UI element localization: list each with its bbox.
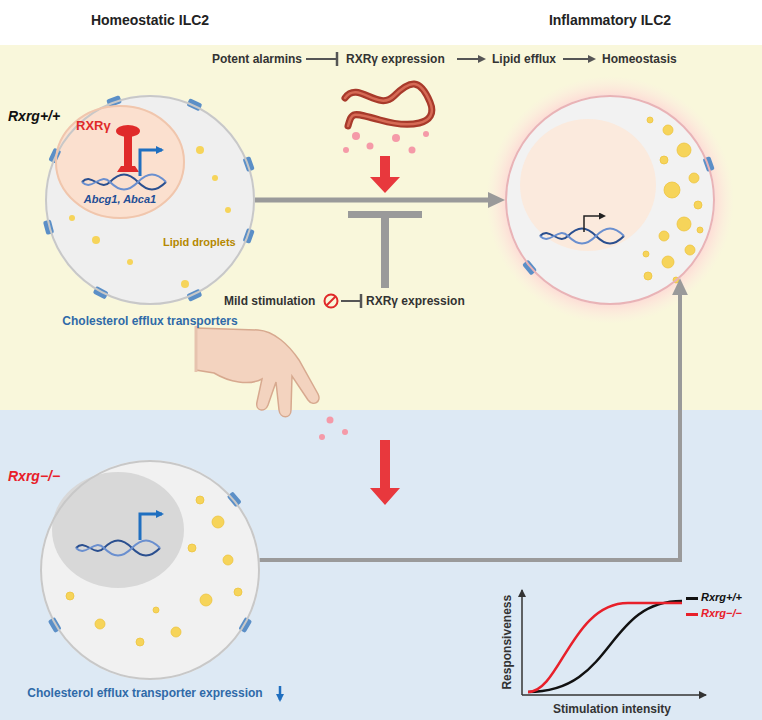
pathway-label: RXRγ expression — [366, 294, 465, 308]
pathway-label: Lipid efflux — [492, 52, 556, 66]
node-text: Cholesterol efflux transporters — [62, 314, 237, 328]
legend-entry: Rxrg+/+ — [686, 591, 742, 603]
cell-outline — [505, 95, 715, 305]
legend-swatch — [686, 597, 698, 600]
transition-arrow — [260, 288, 680, 560]
decrease-arrow — [279, 686, 282, 700]
node-text: Abcg1, Abca1 — [84, 193, 156, 206]
header-ground — [0, 0, 762, 45]
genotype-band: Rxrg−/−Cholesterol efflux transporter ex… — [0, 410, 762, 720]
node-text: Inflammatory ILC2 — [549, 12, 671, 29]
stimulus-arrow — [370, 440, 400, 505]
knockout-cell-art — [40, 460, 260, 680]
alarmin-drops — [319, 417, 348, 441]
knockout-ground — [0, 410, 762, 720]
wildtype-ground — [0, 45, 762, 410]
stimulus-arrow — [370, 156, 400, 193]
pathway-label: RXRγ expression — [346, 52, 445, 66]
hand — [196, 326, 319, 417]
inhibition-bar — [348, 211, 422, 288]
blocked-inhibition — [325, 294, 362, 308]
legend-swatch — [686, 613, 698, 616]
ilc2-cell: Cholesterol efflux transporter expressio… — [40, 460, 260, 680]
legend-text: Rxrg−/− — [701, 607, 742, 619]
legend-entry: Rxrg−/− — [686, 607, 742, 619]
pathway-symbols — [306, 52, 594, 66]
legend-text: Rxrg+/+ — [701, 591, 742, 603]
cell-outline — [40, 460, 260, 680]
pathway-label: Homeostasis — [602, 52, 677, 66]
node-text: Rxrg−/− — [8, 468, 60, 485]
helminth — [345, 84, 432, 126]
homeostatic-cell-art — [43, 95, 255, 305]
ilc2-cell: Inflammatory ILC2 — [505, 95, 715, 305]
response-graph — [522, 590, 706, 695]
node-text: RXRγ — [76, 118, 111, 134]
pathway-label: Mild stimulation — [224, 294, 315, 308]
inflammatory-cell-art — [486, 76, 734, 324]
axis-label: Stimulation intensity — [553, 702, 671, 716]
pathway-label: Potent alarmins — [212, 52, 302, 66]
node-text: Cholesterol efflux transporter expressio… — [27, 686, 262, 700]
genotype-band: Rxrg+/+Homeostatic ILC2Lipid dropletsCho… — [0, 45, 762, 410]
cell-nucleus: RXRγAbcg1, Abca1 — [55, 105, 185, 219]
alarmin-drops — [343, 131, 429, 154]
node-text: Lipid droplets — [163, 236, 236, 249]
transition-arrow — [255, 198, 495, 203]
axis-label: Responsiveness — [500, 595, 514, 690]
node-text: Homeostatic ILC2 — [91, 12, 209, 29]
ilc2-cell: Homeostatic ILC2Lipid dropletsCholestero… — [45, 95, 255, 305]
node-text: Rxrg+/+ — [8, 108, 60, 125]
